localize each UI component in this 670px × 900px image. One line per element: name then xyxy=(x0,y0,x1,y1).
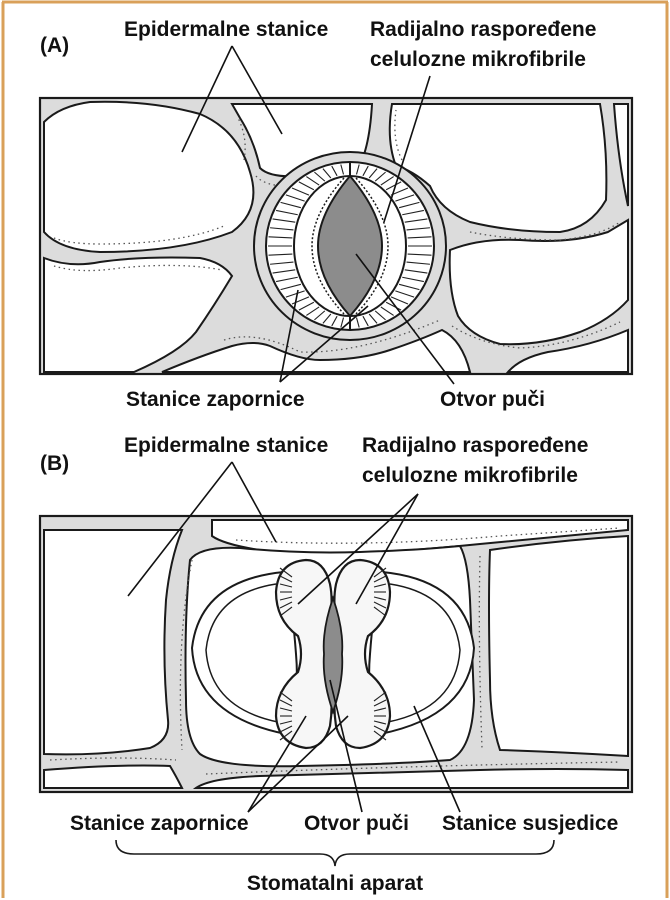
panel-b-letter: (B) xyxy=(40,452,69,475)
panel-b-label-epidermal: Epidermalne stanice xyxy=(124,434,328,457)
panel-a-letter: (A) xyxy=(40,34,69,57)
panel-b-label-guard-cells: Stanice zapornice xyxy=(70,812,249,835)
panel-a-label-guard-cells: Stanice zapornice xyxy=(126,388,305,411)
panel-a-label-fibrils-line2: celulozne mikrofibrile xyxy=(370,48,586,71)
panel-a-label-pore: Otvor puči xyxy=(440,388,545,411)
panel-a: (A) Epidermalne stanice Radijalno raspor… xyxy=(40,18,632,411)
panel-b-label-fibrils-line2: celulozne mikrofibrile xyxy=(362,464,578,487)
panel-b-label-apparatus: Stomatalni aparat xyxy=(247,872,423,895)
panel-b-apparatus-brace xyxy=(116,840,554,866)
panel-a-label-epidermal: Epidermalne stanice xyxy=(124,18,328,41)
panel-b-label-subsidiary: Stanice susjedice xyxy=(442,812,618,835)
panel-b-label-pore: Otvor puči xyxy=(304,812,409,835)
panel-b-label-fibrils-line1: Radijalno raspoređene xyxy=(362,434,588,457)
panel-b: (B) Epidermalne stanice Radijalno raspor… xyxy=(40,434,632,895)
panel-b-epidermal-cell-bottom-left xyxy=(44,766,182,789)
panel-a-stoma xyxy=(254,152,446,340)
panel-a-label-fibrils-line1: Radijalno raspoređene xyxy=(370,18,596,41)
panel-b-epidermal-cell-right xyxy=(489,536,628,756)
panel-b-epidermal-cell-left xyxy=(44,530,182,754)
